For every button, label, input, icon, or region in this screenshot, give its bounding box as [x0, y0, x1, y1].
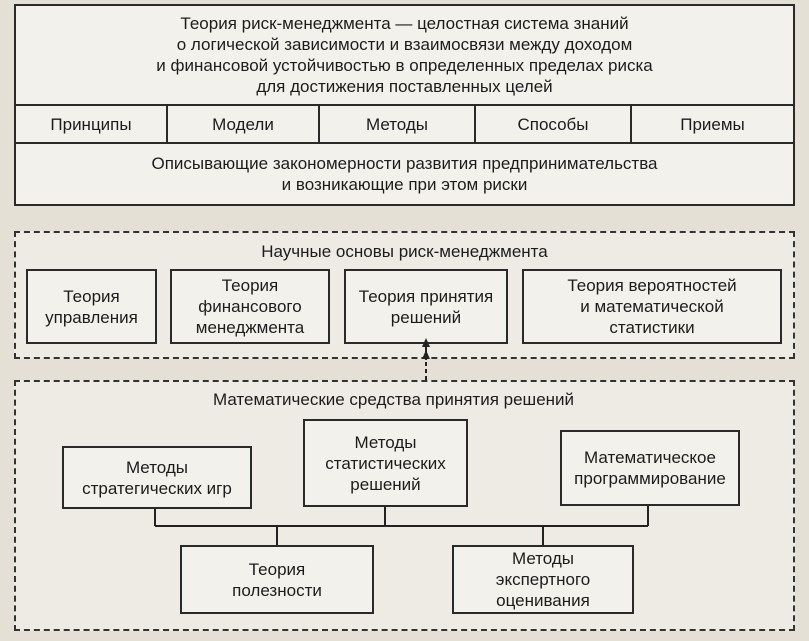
scientific-foundations-title: Научные основы риск-менеджмента: [261, 242, 548, 261]
strategic-games-label: Методы стратегических игр: [82, 457, 232, 498]
theory-financial-management: Теория финансового менеджмента: [170, 269, 330, 344]
regularities-text: Описывающие закономерности развития пред…: [151, 154, 658, 194]
components-row: Принципы Модели Методы Способы Приемы: [14, 104, 795, 144]
cell-principles: Принципы: [16, 106, 168, 144]
cell-methods: Методы: [320, 106, 476, 144]
strategic-games-methods: Методы стратегических игр: [62, 446, 252, 509]
theory-management: Теория управления: [26, 269, 157, 344]
cell-ways: Способы: [476, 106, 632, 144]
theory-probability-statistics-label: Теория вероятностей и математической ста…: [567, 276, 737, 337]
cell-models: Модели: [168, 106, 320, 144]
mathematical-programming: Математическое программирование: [560, 430, 740, 506]
math-tools-title: Математические средства принятия решений: [212, 390, 575, 409]
definition-text: Теория риск-менеджмента — целостная сист…: [156, 14, 653, 96]
theory-management-label: Теория управления: [45, 286, 138, 327]
theory-decision-making: Теория принятия решений: [344, 269, 508, 344]
theory-probability-statistics: Теория вероятностей и математической ста…: [522, 269, 782, 344]
mathematical-programming-label: Математическое программирование: [574, 448, 726, 488]
theory-financial-management-label: Теория финансового менеджмента: [195, 276, 305, 337]
statistical-decisions-methods: Методы статистических решений: [303, 419, 468, 507]
regularities-box: Описывающие закономерности развития пред…: [14, 142, 795, 206]
theory-decision-making-label: Теория принятия решений: [358, 286, 494, 327]
statistical-decisions-label: Методы статистических решений: [325, 432, 446, 494]
definition-box: Теория риск-менеджмента — целостная сист…: [14, 4, 795, 104]
utility-theory: Теория полезности: [180, 545, 374, 614]
expert-evaluation-label: Методы экспертного оценивания: [495, 549, 591, 610]
expert-evaluation-methods: Методы экспертного оценивания: [452, 545, 634, 614]
utility-theory-label: Теория полезности: [232, 559, 322, 600]
cell-techniques: Приемы: [680, 115, 745, 134]
